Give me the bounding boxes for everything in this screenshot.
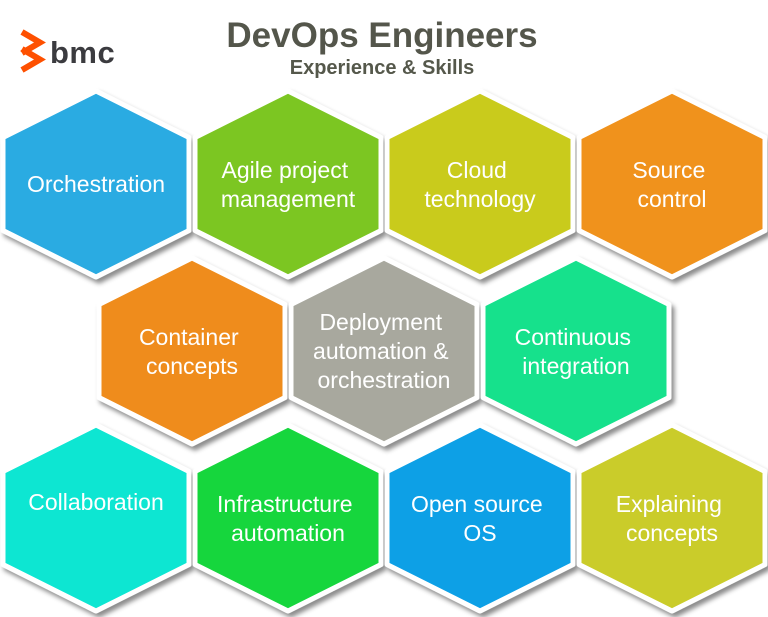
hexagon-label: Deployment automation & orchestration (313, 309, 455, 393)
hexagon-agile-project-management: Agile project management (192, 88, 384, 280)
hexagon-label: Explaining concepts (616, 491, 729, 546)
label-line: orchestration (318, 367, 451, 393)
page-subtitle: Experience & Skills (289, 57, 475, 79)
label-line: technology (424, 186, 536, 212)
hexagon-explaining-concepts: Explaining concepts (576, 422, 768, 614)
hexagon-shape (192, 422, 384, 614)
hexagon-label: Cloud technology (424, 157, 536, 212)
hexagon-source-control: Source control (576, 88, 768, 280)
hexagon-container-concepts: Container concepts (96, 255, 288, 447)
hexagon-cloud-technology: Cloud technology (384, 88, 576, 280)
label-line: concepts (626, 520, 718, 546)
label-line: Continuous (515, 324, 631, 350)
label-line: integration (522, 353, 629, 379)
label-line: Orchestration (27, 171, 165, 197)
hexagon-label: Collaboration (28, 489, 164, 515)
hexagon-open-source-os: Open source OS (384, 422, 576, 614)
hexagon-label: Orchestration (27, 171, 165, 197)
label-line: Container (139, 324, 239, 350)
hexagon-continuous-integration: Continuous integration (480, 255, 672, 447)
bmc-logo-mark (20, 29, 46, 73)
hexagon-deployment-automation-orchestration: Deployment automation & orchestration (288, 255, 480, 447)
label-line: management (221, 186, 356, 212)
hexagon-label: Agile project management (221, 157, 356, 212)
label-line: Explaining (616, 491, 722, 517)
label-line: Deployment (319, 309, 442, 335)
label-line: Cloud (447, 157, 507, 183)
hexagon-shape (0, 422, 192, 614)
hexagon-shape (480, 255, 672, 447)
hexagon-label: Continuous integration (515, 324, 638, 379)
hexagon-shape (576, 88, 768, 280)
bmc-logo: bmc (6, 26, 115, 74)
label-line: Infrastructure (217, 491, 353, 517)
hexagon-shape (288, 255, 480, 447)
hexagon-shape (384, 422, 576, 614)
hexagon-label: Infrastructure automation (217, 491, 359, 546)
hexagon-orchestration: Orchestration (0, 88, 192, 280)
hexagon-shape (576, 422, 768, 614)
hexagon-shape (0, 88, 192, 280)
hexagon-shape (384, 88, 576, 280)
hexagon-collaboration: Collaboration (0, 422, 192, 614)
bmc-logo-text: bmc (50, 35, 114, 70)
page-title: DevOps Engineers (226, 16, 538, 55)
label-line: automation & (313, 338, 449, 364)
hexagon-label: Open source OS (411, 491, 549, 546)
hexagon-label: Source control (632, 157, 711, 212)
label-line: Open source (411, 491, 543, 517)
label-line: OS (463, 520, 496, 546)
label-line: Agile project (222, 157, 349, 183)
bmc-chevron-bottom (20, 46, 46, 73)
label-line: automation (231, 520, 345, 546)
hexagon-shape (96, 255, 288, 447)
hexagon-shape (192, 88, 384, 280)
label-line: concepts (146, 353, 238, 379)
hexagon-label: Container concepts (139, 324, 245, 379)
label-line: Source (632, 157, 705, 183)
hexagon-infrastructure-automation: Infrastructure automation (192, 422, 384, 614)
label-line: Collaboration (28, 489, 164, 515)
label-line: control (637, 186, 706, 212)
